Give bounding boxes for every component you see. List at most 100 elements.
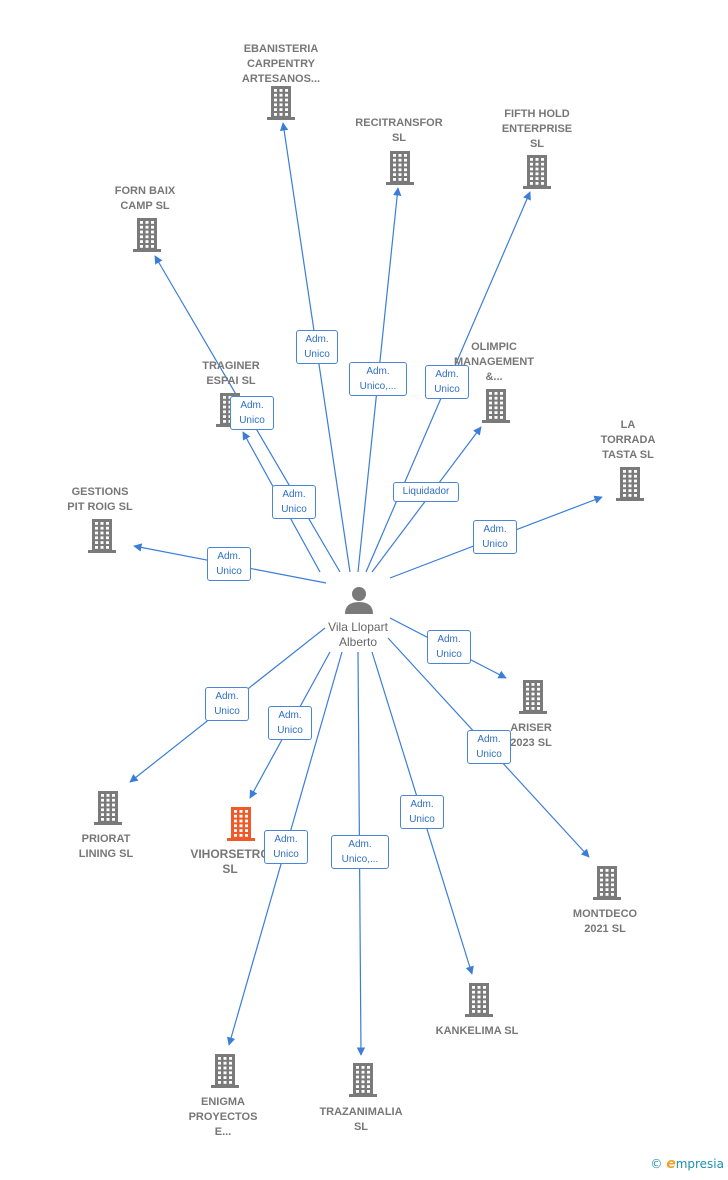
badge-text-line: Adm. bbox=[305, 334, 329, 345]
node-label-fifth-hold[interactable]: FIFTH HOLD ENTERPRISE SL bbox=[477, 107, 597, 152]
node-label-line: EBANISTERIA bbox=[243, 43, 319, 55]
badge-text-line: Adm. bbox=[278, 710, 302, 721]
role-badge-ariser[interactable]: Adm. Unico bbox=[427, 630, 471, 664]
person-icon[interactable] bbox=[340, 578, 380, 618]
gestions-building-icon[interactable] bbox=[88, 519, 116, 553]
badge-text-line: Adm. bbox=[240, 400, 264, 411]
badge-text-line: Unico bbox=[281, 504, 307, 515]
role-badge-fifth-hold[interactable]: Adm. Unico bbox=[425, 365, 469, 399]
vihorsetro-building-icon[interactable] bbox=[227, 807, 255, 841]
enigma-building-icon[interactable] bbox=[211, 1054, 239, 1088]
badge-text-line: Unico bbox=[436, 649, 462, 660]
role-badge-olimpic[interactable]: Liquidador bbox=[393, 482, 459, 502]
forn-baix-building-icon[interactable] bbox=[133, 218, 161, 252]
badge-text-line: Unico bbox=[214, 706, 240, 717]
node-label-line: SL bbox=[391, 132, 407, 144]
role-badge-kankelima[interactable]: Adm.Unico bbox=[400, 795, 444, 829]
brand-logo-text: mpresia bbox=[675, 1157, 724, 1171]
badge-text-line: Unico bbox=[434, 384, 460, 395]
badge-text-line: Unico bbox=[409, 814, 435, 825]
node-label-line: ENTERPRISE bbox=[501, 123, 573, 135]
node-label-line: KANKELIMA SL bbox=[435, 1025, 519, 1037]
olimpic-building-icon[interactable] bbox=[482, 389, 510, 423]
role-badge-enigma[interactable]: Adm.Unico bbox=[264, 830, 308, 864]
node-label-line: ESPAI SL bbox=[206, 375, 256, 387]
badge-text-line: Unico bbox=[277, 725, 303, 736]
role-badge-gestions[interactable]: Adm.Unico bbox=[207, 547, 251, 581]
ebanisteria-building-icon[interactable] bbox=[267, 86, 295, 120]
node-label-line: &... bbox=[485, 371, 503, 383]
role-badge-trazanimalia[interactable]: Adm.Unico,... bbox=[331, 835, 389, 869]
node-label-enigma[interactable]: ENIGMA PROYECTOS E... bbox=[163, 1095, 283, 1140]
node-label-line: SL bbox=[222, 862, 238, 876]
badge-text-line: Adm. bbox=[366, 366, 390, 377]
footer-brand: © empresia bbox=[650, 1156, 724, 1172]
icons-layer bbox=[88, 86, 644, 1097]
badge-text-line: Adm. bbox=[282, 489, 306, 500]
node-label-line: ENIGMA bbox=[201, 1096, 245, 1108]
badge-text-line: Unico bbox=[476, 749, 502, 760]
badge-text-line: Adm. bbox=[437, 634, 461, 645]
role-badge-priorat[interactable]: Adm. Unico bbox=[205, 687, 249, 721]
node-label-la-torrada[interactable]: LA TORRADA TASTA SL bbox=[568, 418, 688, 463]
role-badge-traginer[interactable]: Adm. Unico bbox=[272, 485, 316, 519]
node-label-line: FORN BAIX bbox=[114, 185, 176, 197]
role-badge-recitransfor[interactable]: Adm.Unico,... bbox=[349, 362, 407, 396]
node-label-line: SL bbox=[529, 138, 545, 150]
recitransfor-building-icon[interactable] bbox=[386, 151, 414, 185]
badge-text-line: Adm. bbox=[348, 839, 372, 850]
node-label-line: ARTESANOS... bbox=[241, 73, 321, 85]
badge-text-line: Liquidador bbox=[402, 486, 450, 497]
badge-text-line: Adm. bbox=[217, 551, 241, 562]
node-label-line: TRAZANIMALIA bbox=[319, 1106, 403, 1118]
role-badge-montdeco[interactable]: Adm. Unico bbox=[467, 730, 511, 764]
node-label-line: PIT ROIG SL bbox=[67, 501, 133, 513]
ariser-building-icon[interactable] bbox=[519, 680, 547, 714]
node-label-line: PRIORAT bbox=[81, 833, 131, 845]
center-name-line-1: Vila Llopart bbox=[328, 620, 388, 634]
center-name-line-2: Alberto bbox=[338, 635, 378, 649]
kankelima-building-icon[interactable] bbox=[465, 983, 493, 1017]
node-label-line: LA bbox=[620, 419, 636, 431]
trazanimalia-building-icon[interactable] bbox=[349, 1063, 377, 1097]
fifth-hold-building-icon[interactable] bbox=[523, 155, 551, 189]
copyright-symbol: © bbox=[650, 1157, 663, 1171]
node-label-line: TORRADA bbox=[600, 434, 656, 446]
la-torrada-building-icon[interactable] bbox=[616, 467, 644, 501]
node-label-line: 2023 SL bbox=[510, 737, 552, 749]
center-person-label[interactable]: Vila Llopart Alberto bbox=[298, 620, 418, 650]
node-label-kankelima[interactable]: KANKELIMA SL bbox=[417, 1024, 537, 1039]
badge-text-line: Adm. bbox=[435, 369, 459, 380]
node-label-line: VIHORSETRO bbox=[190, 847, 270, 861]
badge-text-line: Unico bbox=[239, 415, 265, 426]
role-badge-ebanisteria[interactable]: Adm. Unico bbox=[296, 330, 338, 364]
montdeco-building-icon[interactable] bbox=[593, 866, 621, 900]
node-label-trazanimalia[interactable]: TRAZANIMALIA SL bbox=[301, 1105, 421, 1135]
badge-text-line: Adm. bbox=[483, 524, 507, 535]
badge-text-line: Unico bbox=[304, 349, 330, 360]
node-label-line: SL bbox=[353, 1121, 369, 1133]
node-label-line: PROYECTOS bbox=[188, 1111, 258, 1123]
badge-text-line: Adm. bbox=[215, 691, 239, 702]
badge-text-line: Unico bbox=[482, 539, 508, 550]
role-badge-la-torrada[interactable]: Adm. Unico bbox=[473, 520, 517, 554]
badge-text-line: Adm. bbox=[274, 834, 298, 845]
node-label-line: E... bbox=[214, 1126, 232, 1138]
role-badge-vihorsetro[interactable]: Adm. Unico bbox=[268, 706, 312, 740]
node-label-line: FIFTH HOLD bbox=[504, 108, 570, 120]
node-label-line: TASTA SL bbox=[602, 449, 654, 461]
priorat-building-icon[interactable] bbox=[94, 791, 122, 825]
badge-text-line: Adm. bbox=[477, 734, 501, 745]
role-badge-forn-baix[interactable]: Adm. Unico bbox=[230, 396, 274, 430]
